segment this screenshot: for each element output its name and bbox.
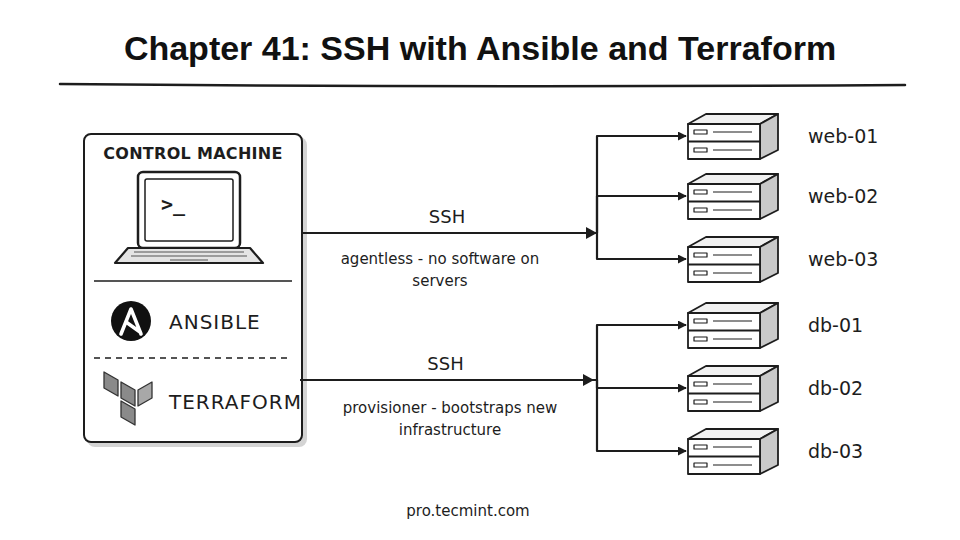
tool-section: TERRAFORM (85, 360, 300, 443)
server-icon (688, 235, 780, 283)
section-divider (94, 280, 292, 282)
note-text: agentless - no software on servers (338, 248, 543, 292)
server-icon (688, 172, 780, 220)
server-name: web-01 (808, 125, 878, 147)
server-node: db-03 (688, 427, 780, 475)
tool-name: TERRAFORM (169, 390, 302, 414)
server-icon (688, 301, 780, 349)
watermark: pro.tecmint.com (358, 500, 578, 522)
server-node: web-03 (688, 235, 780, 283)
server-node: db-01 (688, 301, 780, 349)
server-node: db-02 (688, 364, 780, 412)
protocol-label: SSH (427, 353, 463, 374)
ssh-connector (300, 380, 686, 451)
trunk-arrowhead (583, 374, 594, 386)
diagram-title: Chapter 41: SSH with Ansible and Terrafo… (124, 29, 836, 68)
ssh-connector (303, 196, 686, 233)
ssh-connector (303, 233, 686, 259)
server-icon (688, 427, 780, 475)
ssh-connector (300, 380, 686, 388)
title-underline (60, 84, 905, 86)
box-heading: CONTROL MACHINE (85, 144, 301, 163)
server-name: db-01 (808, 314, 863, 336)
server-name: web-03 (808, 248, 878, 270)
terraform-logo (104, 372, 152, 425)
server-node: web-02 (688, 172, 780, 220)
server-name: db-02 (808, 377, 863, 399)
tool-section: ANSIBLE (85, 283, 300, 360)
ssh-connector (303, 136, 686, 233)
server-name: db-03 (808, 440, 863, 462)
section-divider-dashed (94, 357, 292, 358)
server-icon (688, 112, 780, 160)
server-name: web-02 (808, 185, 878, 207)
ssh-connector (300, 325, 686, 380)
trunk-arrowhead (586, 227, 597, 239)
ansible-logo (111, 301, 151, 341)
server-icon (688, 364, 780, 412)
control-machine-box: CONTROL MACHINE ANSIBLE TERRAFORM (83, 133, 303, 443)
tool-name: ANSIBLE (169, 310, 261, 334)
protocol-label: SSH (429, 206, 465, 227)
note-text: provisioner - bootstraps new infrastruct… (343, 397, 558, 441)
server-node: web-01 (688, 112, 780, 160)
laptop-illustration (115, 172, 263, 263)
